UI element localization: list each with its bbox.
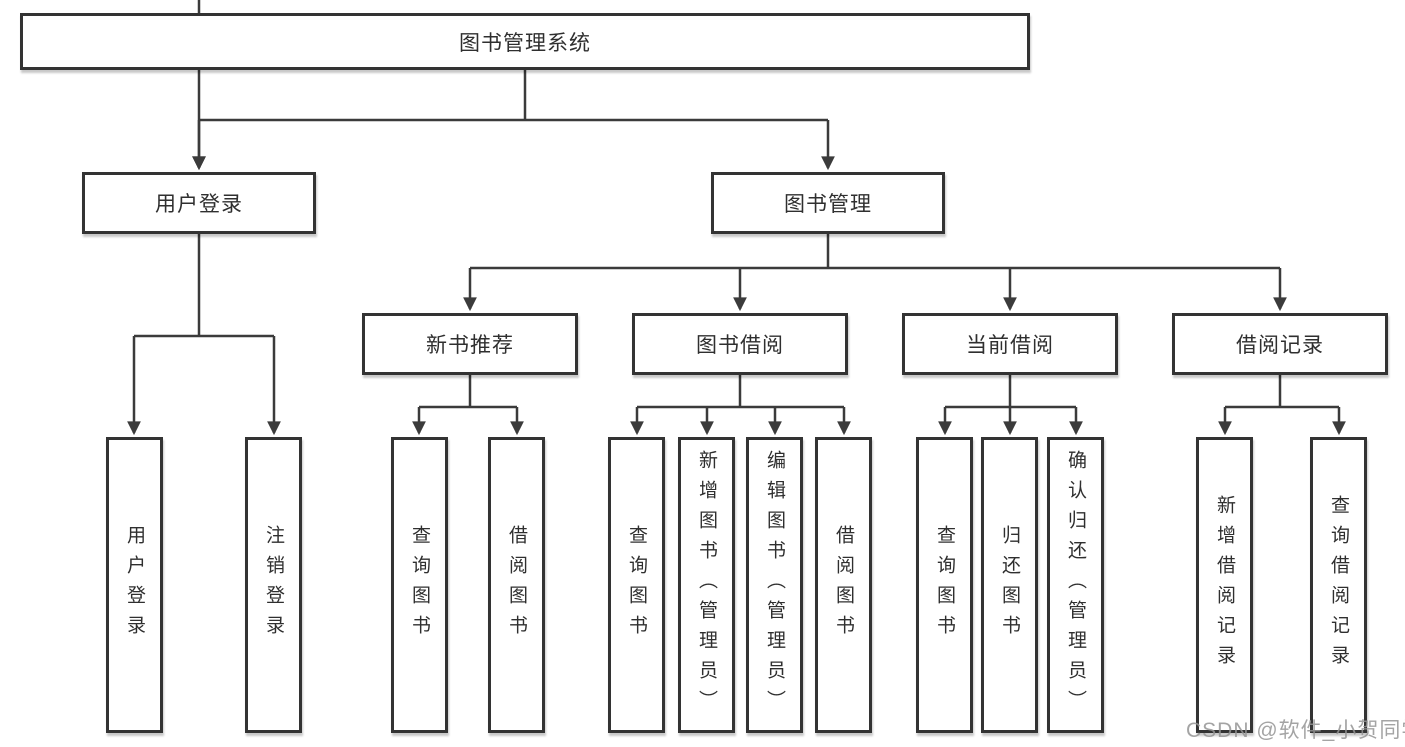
leaf-logout: 注销登录 [245, 437, 302, 733]
leaf-query-books-recommend: 查询图书 [391, 437, 448, 733]
node-book-borrow: 图书借阅 [632, 313, 848, 375]
node-book-management-branch: 图书管理 [711, 172, 945, 234]
leaf-query-borrow-record: 查询借阅记录 [1310, 437, 1367, 733]
connector-new-book-group [412, 375, 524, 436]
connector-root-to-level2 [192, 0, 835, 171]
node-current-borrow: 当前借阅 [902, 313, 1118, 375]
connector-current-borrow-group [938, 375, 1083, 436]
leaf-return-book: 归还图书 [981, 437, 1038, 733]
node-borrow-records: 借阅记录 [1172, 313, 1388, 375]
connector-borrow-record-group [1218, 375, 1346, 436]
connector-user-login-group [127, 234, 281, 436]
leaf-add-book-admin: 新增图书（管理员） [678, 437, 735, 733]
node-root-system: 图书管理系统 [20, 13, 1030, 70]
leaf-borrow-books-recommend: 借阅图书 [488, 437, 545, 733]
node-user-login-branch: 用户登录 [82, 172, 316, 234]
leaf-add-borrow-record: 新增借阅记录 [1196, 437, 1253, 733]
connector-book-mgmt-to-level3 [463, 234, 1287, 312]
leaf-query-books-current: 查询图书 [916, 437, 973, 733]
leaf-borrow-books: 借阅图书 [815, 437, 872, 733]
connector-book-borrow-group [630, 375, 851, 436]
leaf-user-login: 用户登录 [106, 437, 163, 733]
leaf-edit-book-admin: 编辑图书（管理员） [746, 437, 803, 733]
leaf-confirm-return-admin: 确认归还（管理员） [1047, 437, 1104, 733]
node-new-book-recommend: 新书推荐 [362, 313, 578, 375]
leaf-query-books-borrow: 查询图书 [608, 437, 665, 733]
csdn-watermark: CSDN @软件_小贺同学 [1186, 719, 1405, 742]
